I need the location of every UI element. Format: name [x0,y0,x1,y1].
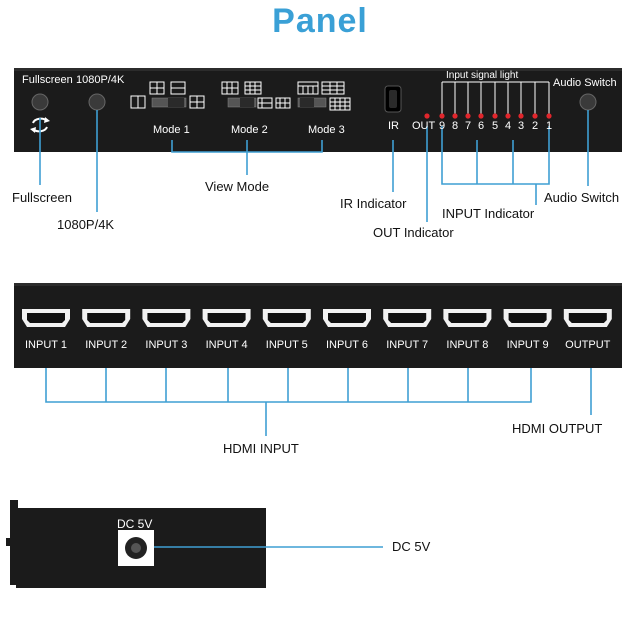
callout-input-indicator: INPUT Indicator [442,206,535,221]
input-signal-bracket [441,81,550,114]
panel-label-dc: DC 5V [117,517,153,531]
panel-label-input-signal-light: Input signal light [446,70,519,81]
port-label-output: OUTPUT [565,339,611,351]
panel-label-ir: IR [388,120,399,132]
mode1-layout-icons [130,81,205,109]
panel-label-resolution: 1080P/4K [76,74,125,86]
port-label-input-7: INPUT 7 [386,339,429,351]
port-label-input-5: INPUT 5 [265,339,308,351]
input-led-2 [532,113,538,119]
dc-panel-side-edge [10,500,18,585]
callout-hdmi-input: HDMI INPUT [223,441,299,456]
led-number-3: 3 [518,120,525,132]
port-label-input-8: INPUT 8 [446,339,489,351]
mode3-slide-knob [300,98,314,107]
led-number-8: 8 [452,120,459,132]
led-number-9: 9 [439,120,446,132]
hdmi-port-socket-input-6 [328,313,366,323]
out-led [424,113,430,119]
panel-label-mode2: Mode 2 [231,124,268,136]
led-number-6: 6 [478,120,485,132]
port-label-input-9: INPUT 9 [506,339,549,351]
ir-sensor-lens [389,90,397,108]
back-panel-edge [14,283,622,286]
led-number-1: 1 [546,120,553,132]
callout-dc: DC 5V [392,539,431,554]
input-led-5 [492,113,498,119]
port-label-input-1: INPUT 1 [25,339,67,351]
input-led-3 [518,113,524,119]
mode2-slide-knob [240,98,254,107]
callout-resolution: 1080P/4K [57,217,115,232]
hdmi-ports [22,309,612,327]
callout-view-mode: View Mode [205,179,270,194]
led-number-2: 2 [532,120,539,132]
panel-label-fullscreen: Fullscreen [22,74,73,86]
callout-hdmi-output: HDMI OUTPUT [512,421,603,436]
panel-label-audio-switch: Audio Switch [553,77,617,89]
input-led-7 [465,113,471,119]
callout-ir-indicator: IR Indicator [340,196,407,211]
panel-label-mode1: Mode 1 [153,124,190,136]
input-led-8 [452,113,458,119]
dc-panel-tab [6,538,11,546]
front-panel-edge [14,68,622,71]
hdmi-port-socket-input-9 [508,313,547,323]
audio-switch-button[interactable] [579,93,597,111]
arrow-head-1 [44,117,50,123]
mode1-slide-knob [168,98,184,107]
port-label-input-2: INPUT 2 [85,339,128,351]
input-led-4 [505,113,511,119]
panel-label-mode3: Mode 3 [308,124,345,136]
port-label-input-6: INPUT 6 [326,339,368,351]
dc-jack-pin [131,543,141,553]
panel-label-out: OUT [412,120,436,132]
hdmi-port-socket-input-2 [87,313,126,323]
top-leader-lines [39,110,589,222]
hdmi-port-socket-input-1 [27,313,65,323]
led-row [424,113,552,119]
mode2-layout-icons [221,81,291,109]
hdmi-port-socket-input-3 [147,313,186,323]
port-leader-lines [45,368,592,436]
hdmi-port-socket-input-8 [448,313,487,323]
callout-audio-switch: Audio Switch [544,190,620,205]
fullscreen-button[interactable] [31,93,49,111]
input-led-1 [546,113,552,119]
hdmi-port-socket-input-7 [388,313,427,323]
led-number-7: 7 [465,120,472,132]
led-number-4: 4 [505,120,512,132]
port-label-input-4: INPUT 4 [205,339,248,351]
resolution-button[interactable] [88,93,106,111]
mode3-layout-icons [297,81,351,111]
hdmi-port-socket-input-4 [207,313,246,323]
callout-out-indicator: OUT Indicator [373,225,454,240]
hdmi-port-socket-input-5 [267,313,306,323]
port-label-input-3: INPUT 3 [145,339,188,351]
callout-fullscreen: Fullscreen [12,190,72,205]
arrow-head-2 [30,127,36,133]
input-led-9 [439,113,445,119]
led-number-5: 5 [492,120,499,132]
page-title: Panel [272,2,368,40]
hdmi-port-socket-output [568,313,607,323]
input-led-6 [478,113,484,119]
